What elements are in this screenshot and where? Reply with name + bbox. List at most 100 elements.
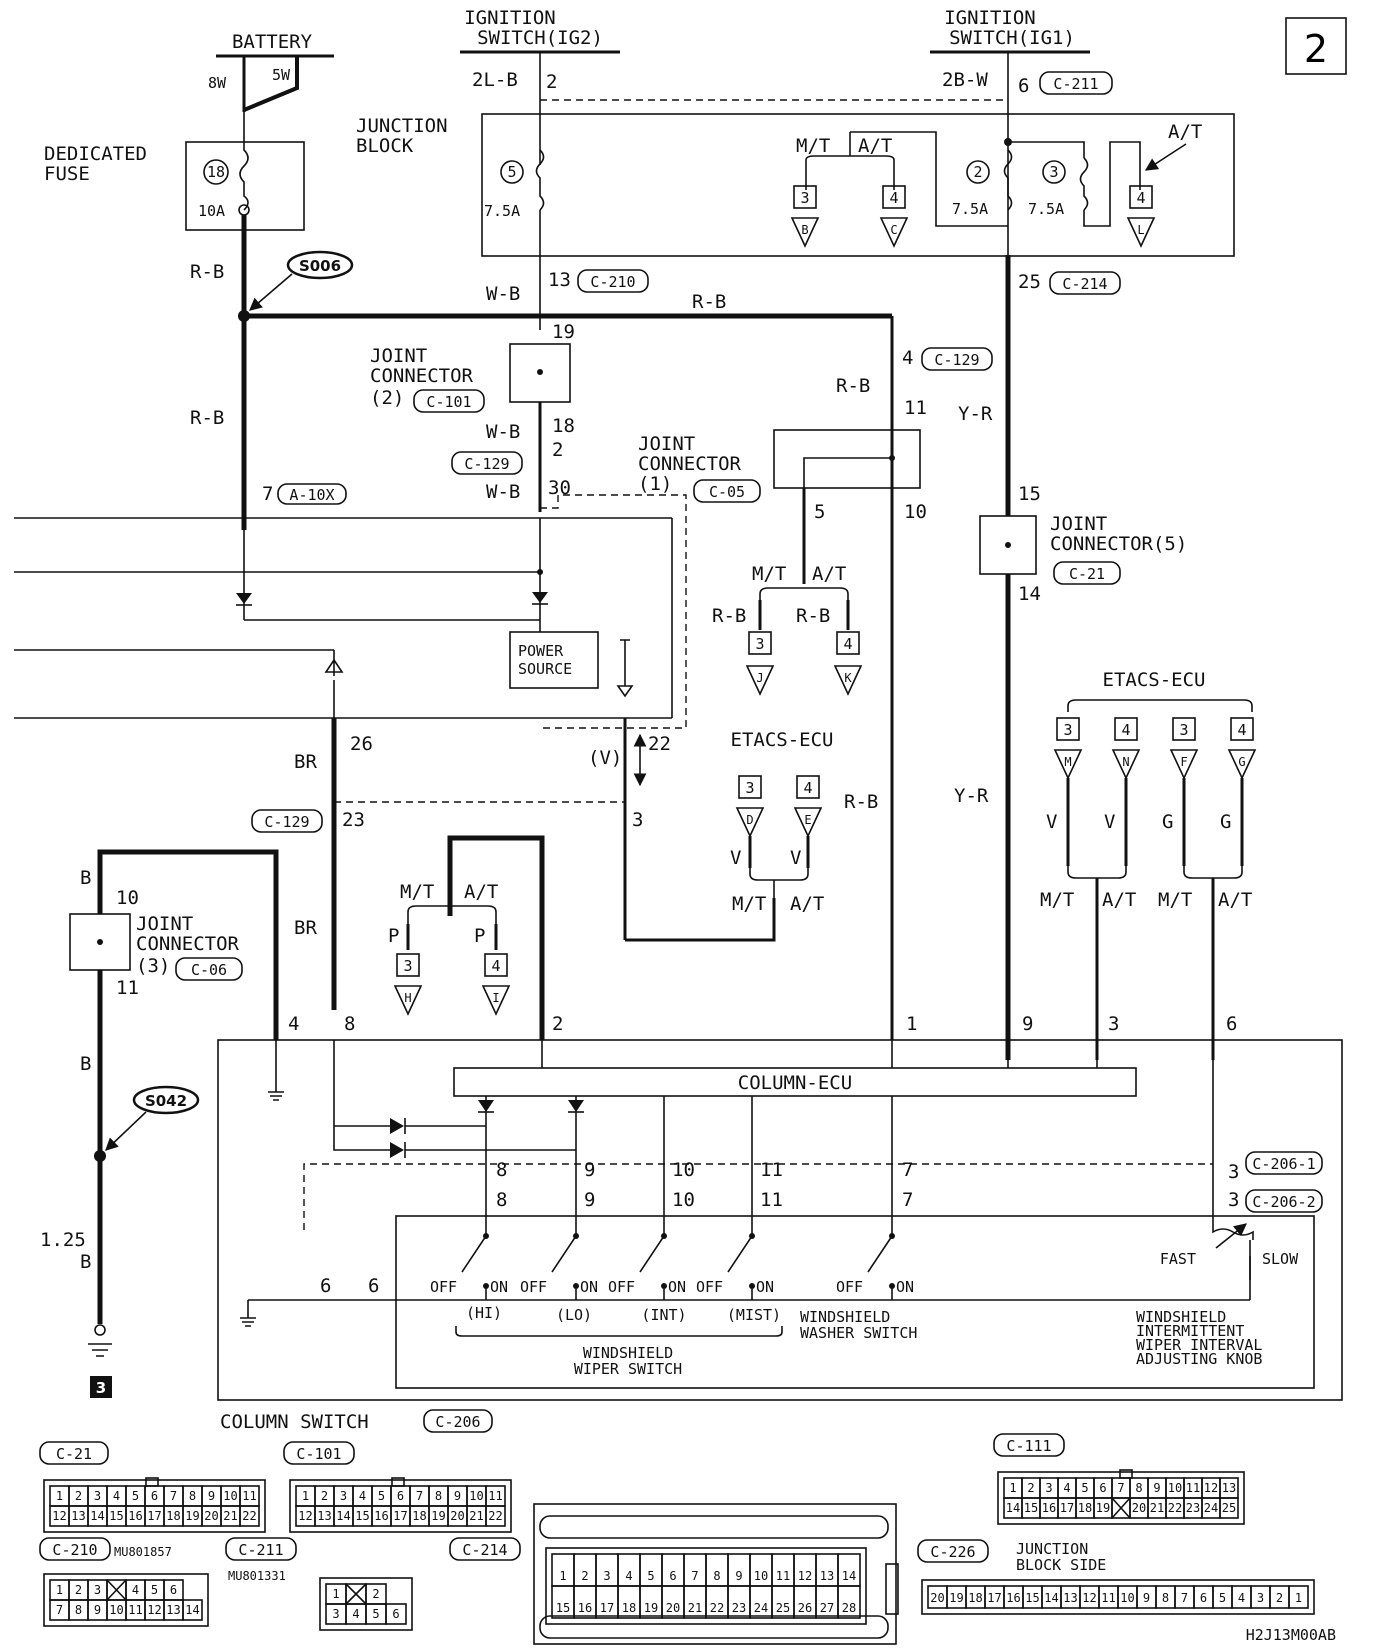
- sw-hi-on: ON: [490, 1278, 508, 1296]
- conn-a10x: A-10X: [289, 486, 334, 504]
- inner-pin-7a: 7: [902, 1159, 913, 1181]
- c101-cavity: [485, 1505, 506, 1527]
- fuse5-element: [535, 149, 545, 211]
- hi-bracket: [407, 905, 497, 936]
- mt-fg: M/T: [1158, 889, 1192, 911]
- c111-pin: 2: [1027, 1481, 1034, 1495]
- c111-name: C-111: [1006, 1437, 1051, 1455]
- col-br-to-diode: [333, 1040, 390, 1151]
- ref-m-page-box: [1056, 717, 1080, 741]
- wiper-switch-label-2: WIPER SWITCH: [574, 1360, 682, 1378]
- ref-l-triangle: [1126, 217, 1156, 248]
- c211-housing: [319, 1577, 413, 1631]
- c214-pin: 10: [754, 1569, 768, 1583]
- ref-f: 3 F: [1169, 717, 1199, 780]
- ref-n: 4 N: [1111, 717, 1141, 780]
- wire-p-i: P: [474, 925, 485, 947]
- knob-slow: SLOW: [1262, 1250, 1299, 1268]
- knob-label-3: WIPER INTERVAL: [1136, 1336, 1262, 1354]
- c101-pin: 13: [317, 1509, 331, 1523]
- c101-pin: 4: [359, 1489, 366, 1503]
- conn-c210-badge: [577, 269, 649, 293]
- conn-c129-3: C-129: [934, 351, 979, 369]
- dedicated-fuse-label-2: FUSE: [44, 163, 90, 185]
- wire-rb-label-4: R-B: [836, 375, 870, 397]
- c111-pin: 18: [1078, 1501, 1092, 1515]
- pin-18: 18: [552, 415, 575, 437]
- c21-pin: 2: [75, 1489, 82, 1503]
- wire-br-label-1: BR: [294, 751, 317, 773]
- wire-rb-jk-2: R-B: [796, 605, 830, 627]
- c21-pin: 22: [242, 1509, 256, 1523]
- ref-c-letter: C: [890, 223, 897, 237]
- c21-pin: 5: [132, 1489, 139, 1503]
- mode-lo: (LO): [556, 1306, 592, 1324]
- c21-housing: [43, 1479, 266, 1533]
- fuse3-rating: 7.5A: [1028, 200, 1064, 218]
- fuse2-element: [1003, 149, 1013, 211]
- c211-name: C-211: [238, 1541, 283, 1559]
- c226-pin: 20: [930, 1591, 944, 1605]
- conn-c101-badge: [413, 389, 485, 413]
- c226-cavity: [1288, 1585, 1309, 1609]
- jk-bracket: [759, 587, 849, 612]
- conn-c211: C-211: [1053, 75, 1098, 93]
- power-source-box: [509, 631, 599, 689]
- ref-m: 3 M: [1053, 717, 1083, 780]
- at-jk: A/T: [812, 563, 846, 585]
- jc3-node: [97, 939, 103, 945]
- c211-part: MU801331: [228, 1569, 286, 1583]
- wire-125-label: 1.25: [40, 1229, 86, 1251]
- c211-blank-cavity: [345, 1583, 367, 1605]
- sw-mist-on: ON: [756, 1278, 774, 1296]
- c111-pin: 11: [1186, 1481, 1200, 1495]
- wire-rb-label-1: R-B: [190, 261, 224, 283]
- wire-rb-label-3: R-B: [692, 291, 726, 313]
- pin-23: 23: [342, 809, 365, 831]
- ground-ref: 3: [96, 1379, 106, 1397]
- battery-wire-8w: 8W: [208, 74, 227, 92]
- jc1-label-3: (1): [638, 473, 672, 495]
- wire-g-g: G: [1220, 811, 1231, 833]
- wiper-switch-bracket: [455, 1326, 783, 1337]
- jc3-label-3: (3): [136, 955, 170, 977]
- c210-pin: 5: [151, 1583, 158, 1597]
- ref-l: 4 L: [1126, 185, 1156, 248]
- col-diode-a: [390, 1118, 404, 1134]
- c214-pin: 26: [798, 1601, 812, 1615]
- ref-f-page: 3: [1179, 721, 1188, 739]
- c21-pin: 7: [170, 1489, 177, 1503]
- ref-k-page-box: [836, 631, 860, 655]
- conn-c129-badge-2: [251, 809, 323, 833]
- wire-v-e: V: [790, 847, 801, 869]
- c2061-dashed: [303, 1163, 1213, 1230]
- fuse2-rating: 7.5A: [952, 200, 988, 218]
- c214-pin: 14: [842, 1569, 856, 1583]
- splice-s006: S006: [299, 257, 341, 275]
- sw-hi-off: OFF: [430, 1278, 457, 1296]
- ref-l-page-box: [1129, 185, 1153, 209]
- ref-h-triangle: [393, 985, 423, 1016]
- power-source-1: POWER: [518, 642, 564, 660]
- c210-pin: 6: [170, 1583, 177, 1597]
- c21-pin: 8: [189, 1489, 196, 1503]
- ref-b-page: 3: [800, 189, 809, 207]
- c101-pin: 19: [431, 1509, 445, 1523]
- unit-terminal-arrow: [616, 639, 634, 698]
- inner-pin-3b: 3: [1228, 1189, 1239, 1211]
- ref-h-letter: H: [404, 991, 411, 1005]
- jc3-label-1: JOINT: [136, 913, 193, 935]
- switch-inner-box: [395, 1215, 1315, 1389]
- c21-pin: 16: [128, 1509, 142, 1523]
- c101-pin: 2: [321, 1489, 328, 1503]
- ref-c-page-box: [882, 185, 906, 209]
- col-pin-8: 8: [344, 1013, 355, 1035]
- c101-pin: 1: [302, 1489, 309, 1503]
- column-ecu-box: [453, 1067, 1137, 1097]
- wire-wb-label-3: W-B: [486, 481, 520, 503]
- c21-pin: 17: [147, 1509, 161, 1523]
- wire-p-loop: [447, 835, 545, 1040]
- c21-pin: 6: [151, 1489, 158, 1503]
- wire-g-f: G: [1162, 811, 1173, 833]
